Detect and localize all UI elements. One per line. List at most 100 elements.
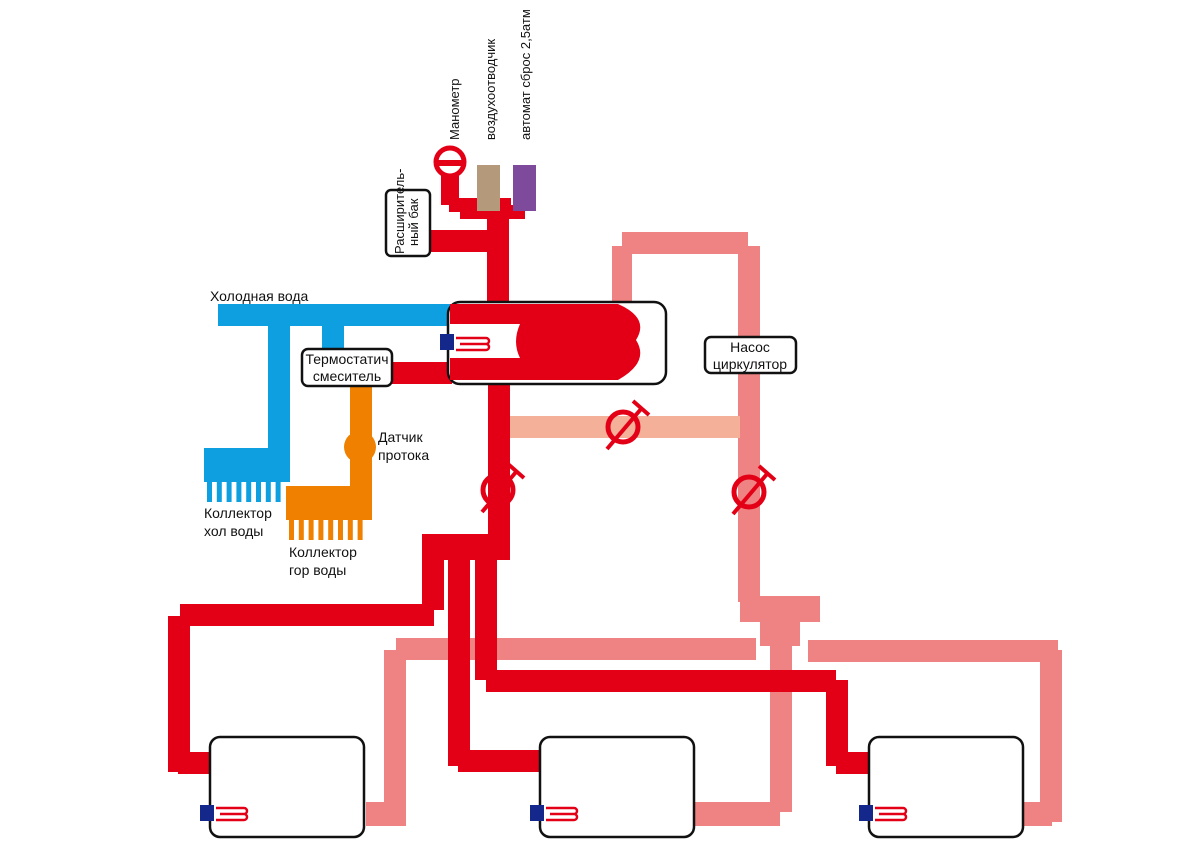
collector-outlet bbox=[275, 480, 281, 502]
bypass-pipe bbox=[498, 416, 740, 438]
flow-sensor-icon bbox=[344, 431, 376, 463]
supply-pipe-segment bbox=[428, 230, 488, 252]
heater-element-icon bbox=[216, 806, 249, 822]
manometer-label: Манометр bbox=[447, 78, 462, 140]
supply-pipe-segment bbox=[178, 752, 212, 774]
cold-collector-outlets bbox=[207, 480, 281, 502]
mixed-water-pipes bbox=[286, 384, 376, 540]
supply-pipe-segment bbox=[168, 616, 190, 772]
collector-outlet bbox=[318, 518, 324, 540]
return-pipe-segment bbox=[770, 620, 792, 812]
cold-collector-label-1: Коллектор bbox=[204, 505, 272, 521]
flow-sensor-label-2: протока bbox=[378, 447, 429, 463]
radiators bbox=[200, 735, 1025, 839]
hot-collector-outlets bbox=[289, 518, 363, 540]
manometer bbox=[433, 145, 467, 179]
thermostatic-mixer-label-1: Термостатич bbox=[305, 351, 388, 367]
flow-sensor-label-1: Датчик bbox=[378, 429, 423, 445]
expansion-tank-label-1: Расширитель- bbox=[392, 169, 407, 254]
supply-pipe-segment bbox=[486, 670, 836, 692]
return-pipe-segment bbox=[694, 802, 780, 826]
heater-element-icon bbox=[456, 336, 491, 352]
pump-label-1: Насос bbox=[730, 339, 770, 355]
expansion-tank-box bbox=[384, 188, 432, 258]
valve-bypass[interactable] bbox=[605, 399, 651, 451]
cold-water-label: Холодная вода bbox=[210, 288, 309, 304]
radiator-outline bbox=[538, 735, 696, 839]
collector-outlet bbox=[289, 518, 294, 540]
collector-outlet bbox=[308, 518, 314, 540]
valve-icon bbox=[480, 472, 516, 508]
supply-pipe-segment bbox=[475, 560, 497, 680]
radiator-sensor-block bbox=[859, 805, 873, 821]
cold-collector-body bbox=[204, 448, 290, 482]
collector-outlet bbox=[226, 480, 232, 502]
return-pipe-segment bbox=[384, 650, 406, 826]
return-pipe-segment bbox=[738, 246, 760, 602]
supply-pipe-segment bbox=[458, 750, 540, 772]
valve-handle bbox=[506, 462, 526, 480]
supply-pipe-segment bbox=[422, 548, 444, 610]
pump-label-2: циркулятор bbox=[713, 356, 787, 372]
boiler-heat-exchanger bbox=[450, 304, 641, 380]
return-pipe-segment bbox=[366, 802, 396, 826]
thermostatic-mixer-label-2: смеситель bbox=[313, 368, 381, 384]
radiator-outline bbox=[208, 735, 366, 839]
air-vent-label: воздухоотводчик bbox=[483, 39, 498, 140]
hot-collector-label-2: гор воды bbox=[289, 562, 346, 578]
supply-pipe-segment bbox=[826, 680, 848, 766]
cold-water-pipes bbox=[204, 304, 450, 502]
return-pipe-segment bbox=[1022, 802, 1052, 826]
collector-outlet bbox=[328, 518, 334, 540]
return-pipe-segment bbox=[1040, 650, 1062, 822]
collector-outlet bbox=[347, 518, 353, 540]
hot-collector-body bbox=[286, 486, 372, 520]
valve-handle bbox=[757, 464, 777, 482]
heater-element-icon bbox=[546, 806, 579, 822]
radiator-2 bbox=[530, 735, 696, 839]
valve-return[interactable] bbox=[731, 464, 777, 516]
collector-outlet bbox=[357, 518, 363, 540]
cold-pipe-segment bbox=[268, 316, 290, 466]
collector-outlet bbox=[207, 480, 212, 502]
cold-collector-label-2: хол воды bbox=[204, 523, 263, 539]
radiator-1 bbox=[200, 735, 366, 839]
heater-sensor-block bbox=[440, 334, 454, 350]
collector-outlet bbox=[256, 480, 261, 502]
manometer-base bbox=[437, 160, 463, 166]
return-pipe-segment bbox=[808, 640, 1058, 662]
supply-pipe-segment bbox=[448, 560, 470, 766]
supply-pipe-segment bbox=[180, 604, 434, 626]
collector-outlet bbox=[216, 480, 222, 502]
valve-icon bbox=[605, 409, 641, 445]
collector-outlet bbox=[236, 480, 242, 502]
supply-pipes bbox=[168, 165, 870, 774]
valve-stem bbox=[731, 472, 769, 516]
cold-pipe-segment bbox=[322, 316, 344, 354]
radiator-sensor-block bbox=[530, 805, 544, 821]
circulation-pump-box bbox=[703, 335, 798, 375]
collector-outlet bbox=[298, 518, 304, 540]
valve-stem bbox=[605, 407, 643, 451]
valve-stem bbox=[480, 470, 518, 514]
return-pipes bbox=[366, 232, 1062, 826]
return-pipe-segment bbox=[622, 232, 748, 254]
collector-outlet bbox=[246, 480, 252, 502]
supply-pipe-segment bbox=[836, 752, 870, 774]
radiator-outline bbox=[867, 735, 1025, 839]
main-boiler bbox=[440, 300, 668, 386]
relief-valve-label: автомат сброс 2,5атм bbox=[518, 9, 533, 140]
supply-pipe-segment bbox=[390, 362, 452, 384]
heater-element-icon bbox=[875, 806, 908, 822]
valve-handle bbox=[631, 399, 651, 417]
supply-pipe-segment bbox=[488, 384, 510, 560]
radiator-sensor-block bbox=[200, 805, 214, 821]
valve-icon bbox=[731, 474, 767, 510]
return-pipe-segment bbox=[612, 246, 632, 304]
hot-collector-label-1: Коллектор bbox=[289, 544, 357, 560]
expansion-tank-label-2: ный бак bbox=[406, 198, 421, 246]
supply-pipe-segment bbox=[487, 205, 509, 305]
valve-supply[interactable] bbox=[480, 462, 526, 514]
relief-valve-icon bbox=[513, 165, 536, 211]
